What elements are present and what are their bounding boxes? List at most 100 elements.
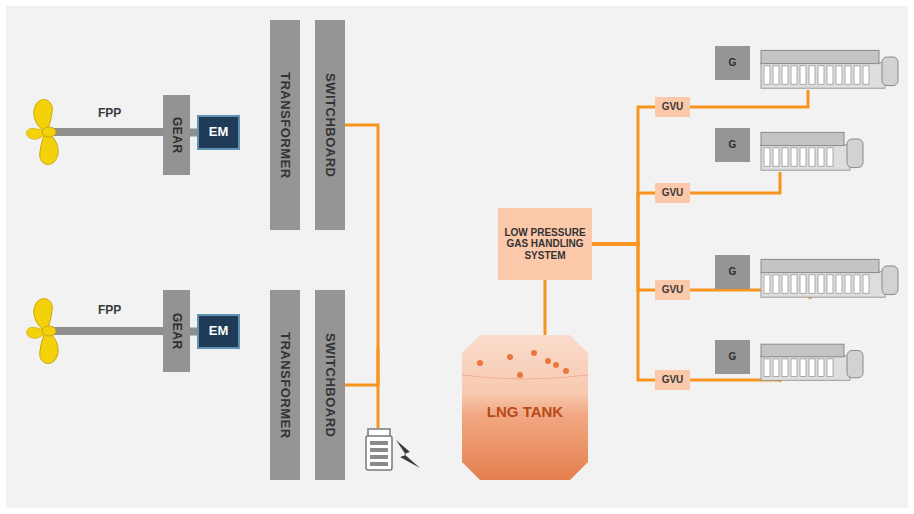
node-label: LOW PRESSURE GAS HANDLING SYSTEM: [502, 227, 588, 262]
fuel-power-line: [345, 125, 378, 385]
generator-box: G: [715, 46, 750, 80]
battery-bar: [370, 448, 388, 452]
electrical-cabinet: TRANSFORMER: [270, 290, 300, 480]
engine-illustration: [760, 255, 900, 299]
cylinder-cell: [809, 275, 815, 293]
node-label: TRANSFORMER: [278, 72, 293, 179]
generator-set: G: [715, 255, 900, 299]
tank-body: [462, 335, 588, 480]
cylinder-cell: [782, 359, 788, 377]
battery-body: [366, 436, 392, 470]
cylinder-cell: [818, 359, 824, 377]
engine-block: [761, 63, 885, 89]
node-label: G: [729, 351, 737, 363]
gas-bubble: [517, 372, 523, 378]
gas-handling-box: LOW PRESSURE GAS HANDLING SYSTEM: [498, 208, 592, 280]
liquid-surface: [462, 375, 588, 379]
generator-box: G: [715, 255, 750, 289]
lightning-bolt: [396, 440, 420, 468]
cylinder-cell: [845, 66, 851, 84]
cylinder-cell: [854, 66, 860, 84]
gas-bubble: [507, 354, 513, 360]
gas-valve-unit: GVU: [655, 183, 690, 203]
node-label: G: [729, 57, 737, 69]
engine-block: [761, 145, 850, 171]
propeller: [27, 299, 164, 364]
battery-symbol: [366, 429, 420, 470]
cylinder-cell: [818, 148, 824, 166]
node-label: GVU: [662, 374, 684, 386]
node-label: EM: [209, 125, 229, 140]
cylinder-cell: [791, 66, 797, 84]
node-label: GEAR: [170, 313, 184, 350]
cylinder-cell: [773, 275, 779, 293]
engine-end: [847, 139, 863, 168]
cylinder-cell: [800, 148, 806, 166]
node-label: EM: [209, 324, 229, 339]
node-label: G: [729, 266, 737, 278]
fuel-power-line: [544, 280, 547, 335]
electrical-cabinet: TRANSFORMER: [270, 20, 300, 230]
electric-motor-box: EM: [197, 115, 240, 150]
part-label: FPP: [98, 106, 121, 120]
node-label: SWITCHBOARD: [323, 73, 338, 177]
cylinder-cell: [791, 148, 797, 166]
cylinder-cell: [836, 275, 842, 293]
engine-illustration: [760, 128, 865, 172]
cylinder-cell: [836, 66, 842, 84]
propeller-shaft: [48, 327, 164, 335]
engine-illustration: [760, 340, 865, 382]
battery-bar: [370, 441, 388, 445]
node-label: GVU: [662, 101, 684, 113]
cylinder-cell: [818, 66, 824, 84]
cylinder-cell: [818, 275, 824, 293]
node-label: TRANSFORMER: [278, 332, 293, 439]
engine-end: [882, 57, 898, 86]
generator-set: G: [715, 340, 865, 382]
fuel-power-line: [592, 193, 655, 244]
gas-bubble: [553, 362, 559, 368]
engine-illustration: [760, 46, 900, 90]
fuel-power-line: [592, 244, 655, 380]
node-label: G: [729, 139, 737, 151]
cylinder-cell: [809, 66, 815, 84]
propeller-hub: [42, 326, 56, 336]
cylinder-cell: [809, 359, 815, 377]
gas-bubble: [531, 350, 537, 356]
fuel-power-line: [690, 90, 808, 107]
cylinder-cell: [827, 359, 833, 377]
cylinder-cell: [827, 66, 833, 84]
gear-box: GEAR: [163, 290, 190, 372]
gas-bubble: [477, 360, 483, 366]
cylinder-cell: [773, 66, 779, 84]
engine-end: [882, 266, 898, 295]
cylinder-row: [761, 259, 879, 272]
node-label: GVU: [662, 187, 684, 199]
fuel-power-line: [592, 107, 655, 244]
cylinder-cell: [764, 66, 770, 84]
cylinder-cell: [827, 275, 833, 293]
propeller-hub: [42, 127, 56, 137]
fuel-power-line: [690, 172, 780, 193]
shaft-link: [190, 129, 197, 137]
cylinder-cell: [764, 148, 770, 166]
cylinder-row: [761, 50, 879, 63]
generator-set: G: [715, 128, 865, 172]
part-label: FPP: [98, 303, 121, 317]
cylinder-row: [761, 344, 844, 357]
propeller: [27, 100, 164, 165]
cylinder-cell: [854, 275, 860, 293]
gas-valve-unit: GVU: [655, 370, 690, 390]
node-label: SWITCHBOARD: [323, 333, 338, 437]
electric-motor-box: EM: [197, 314, 240, 349]
cylinder-cell: [782, 66, 788, 84]
node-label: LNG TANK: [487, 403, 563, 420]
electrical-cabinet: SWITCHBOARD: [315, 290, 345, 480]
gear-box: GEAR: [163, 95, 190, 175]
cylinder-cell: [773, 359, 779, 377]
node-label: GEAR: [170, 117, 184, 154]
gas-bubble: [563, 368, 569, 374]
fuel-power-line: [592, 244, 655, 290]
